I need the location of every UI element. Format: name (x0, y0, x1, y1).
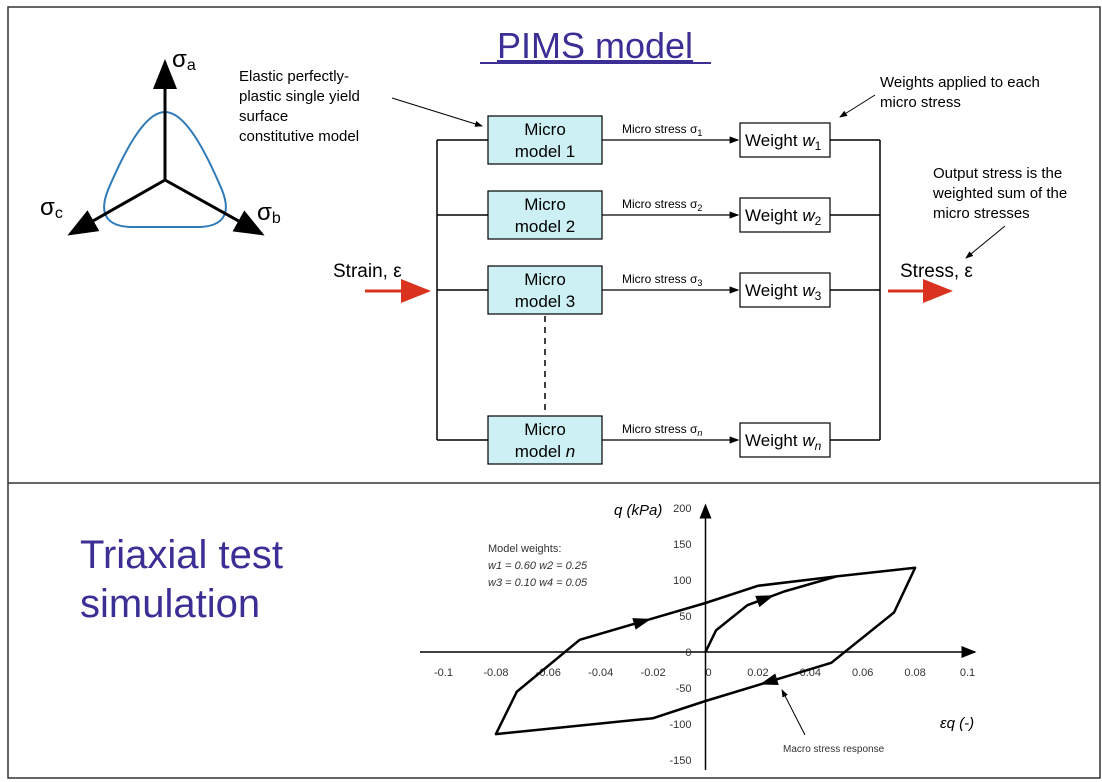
micro-model-label-2: model 3 (515, 292, 575, 311)
macro-stress-annotation: Macro stress response (783, 744, 885, 755)
micro-model-row: Micro model 3 Micro stress σ3 Weight w3 (437, 265, 880, 315)
svg-text:Output stress is the: Output stress is the (933, 165, 1062, 182)
pims-title: PIMS model (497, 25, 693, 66)
x-tick-label: -0.02 (641, 667, 666, 679)
svg-text:constitutive model: constitutive model (239, 128, 359, 145)
x-tick-label: -0.1 (434, 667, 453, 679)
x-tick-label: 0.1 (960, 667, 975, 679)
svg-text:surface: surface (239, 108, 288, 125)
weight-label: Weight w2 (745, 206, 822, 228)
x-tick-label: 0.08 (904, 667, 925, 679)
micro-stress-label: Micro stress σ2 (622, 197, 702, 213)
direction-arrow-icon (759, 673, 779, 686)
annotation-arrow (781, 689, 806, 736)
micro-stress-label: Micro stress σn (622, 422, 702, 438)
micro-model-row: Micro model 1 Micro stress σ1 Weight w1 (437, 115, 880, 165)
micro-model-label-1: Micro (524, 195, 566, 214)
weight-box (739, 197, 831, 233)
y-tick-label: 100 (673, 575, 691, 587)
micro-stress-label: Micro stress σ3 (622, 272, 702, 288)
annotation-constitutive: Elastic perfectly- plastic single yield … (239, 68, 360, 145)
yield-surface-sketch: σa σc σb (40, 46, 281, 236)
micro-model-row: Micro model 2 Micro stress σ2 Weight w2 (437, 190, 880, 240)
y-tick-label: 50 (679, 611, 691, 623)
weight-box (739, 122, 831, 158)
weight-box (739, 272, 831, 308)
y-tick-label: -150 (669, 755, 691, 767)
axis-c-arrow (67, 178, 166, 236)
output-pointer (965, 225, 1006, 259)
micro-stress-label: Micro stress σ1 (622, 122, 702, 138)
y-axis-label: q (kPa) (614, 502, 662, 519)
x-tick-label: -0.04 (588, 667, 613, 679)
micro-model-row: Micro model n Micro stress σn Weight wn (437, 415, 880, 465)
micro-model-label-1: Micro (524, 420, 566, 439)
y-tick-label: 0 (685, 647, 691, 659)
annotation-output: Output stress is the weighted sum of the… (932, 165, 1067, 222)
model-weights-text: w3 = 0.10 w4 = 0.05 (488, 577, 588, 589)
weights-pointer (839, 94, 876, 118)
direction-arrow-icon (632, 618, 652, 630)
micro-model-label-2: model n (515, 442, 576, 461)
y-tick-label: -50 (676, 683, 692, 695)
weight-label: Weight w1 (745, 131, 822, 153)
axis-b-label: σb (257, 199, 281, 227)
svg-text:Elastic perfectly-: Elastic perfectly- (239, 68, 349, 85)
y-tick-label: 150 (673, 539, 691, 551)
y-tick-label: 200 (673, 503, 691, 515)
micro-model-box (487, 190, 603, 240)
micro-model-label-1: Micro (524, 270, 566, 289)
yield-surface-curve (103, 110, 227, 228)
micro-model-label-2: model 2 (515, 217, 575, 236)
input-label: Strain, ε (333, 261, 402, 282)
svg-text:weighted sum of the: weighted sum of the (932, 185, 1067, 202)
model-weights-text: w1 = 0.60 w2 = 0.25 (488, 560, 588, 572)
svg-text:micro stress: micro stress (880, 94, 961, 111)
triaxial-title-line1: Triaxial test (80, 533, 283, 577)
micro-model-label-1: Micro (524, 120, 566, 139)
micro-model-label-2: model 1 (515, 142, 575, 161)
triaxial-title-line2: simulation (80, 582, 260, 626)
axis-c-label: σc (40, 194, 63, 222)
weight-label: Weight w3 (745, 281, 822, 303)
direction-arrow-icon (755, 595, 775, 608)
axis-b-arrow (164, 178, 265, 236)
annotation-weights: Weights applied to each micro stress (880, 74, 1040, 111)
micro-model-box (487, 415, 603, 465)
y-tick-label: -100 (669, 719, 691, 731)
output-label: Stress, ε (900, 261, 973, 282)
annotation-pointer (391, 97, 483, 127)
axis-a-label: σa (172, 46, 196, 74)
micro-model-box (487, 265, 603, 315)
x-tick-label: 0 (705, 667, 711, 679)
x-tick-label: -0.08 (483, 667, 508, 679)
x-tick-label: 0.02 (747, 667, 768, 679)
weight-label: Weight wn (745, 431, 822, 453)
svg-text:plastic single yield: plastic single yield (239, 88, 360, 105)
svg-text:Weights applied to each: Weights applied to each (880, 74, 1040, 91)
outer-frame (7, 6, 1101, 779)
model-weights-text: Model weights: (488, 543, 561, 555)
x-axis-label: εq (-) (940, 715, 974, 732)
x-tick-label: 0.06 (852, 667, 873, 679)
svg-text:micro stresses: micro stresses (933, 205, 1030, 222)
